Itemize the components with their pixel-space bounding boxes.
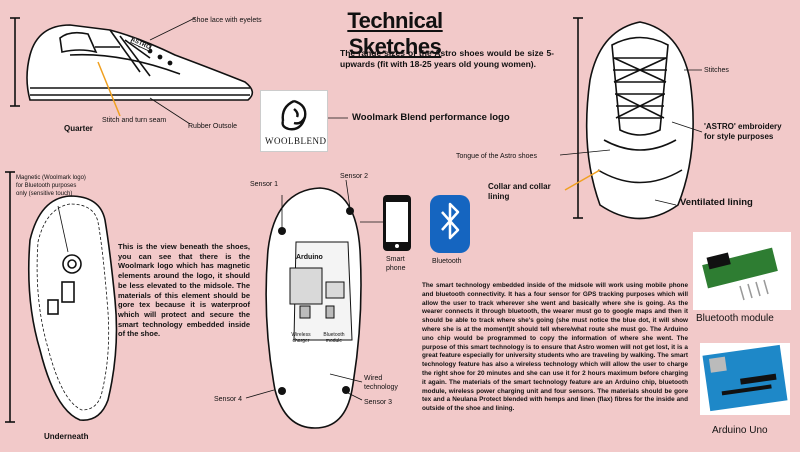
- midsole-tech-sketch: [245, 179, 363, 429]
- arduino-label: Arduino: [296, 254, 323, 261]
- wireless-charger-label: Wireless charger: [291, 332, 311, 344]
- collar-label: Collar and collar lining: [488, 182, 551, 201]
- bluetooth-icon: [430, 195, 470, 253]
- side-shoe-sketch: [10, 17, 254, 107]
- woolblend-text: WOOLBLEND: [265, 136, 327, 146]
- astro-embroidery-label: 'ASTRO' embroidery for style purposes: [704, 122, 782, 141]
- bluetooth-module-photo: [693, 232, 791, 310]
- woolmark-icon: [281, 99, 307, 131]
- quarter-label: Quarter: [64, 124, 93, 133]
- sensor2-label: Sensor 2: [340, 173, 369, 180]
- stitches-label: Stitches: [704, 67, 729, 74]
- underneath-label: Underneath: [44, 432, 89, 441]
- woolmark-caption: Woolmark Blend performance logo: [352, 112, 510, 123]
- bluetooth-label: Bluetooth: [432, 258, 462, 265]
- sensor3-label: Sensor 3: [364, 399, 393, 406]
- underneath-sole-sketch: [5, 171, 118, 423]
- shoe-lace-label: Shoe lace with eyelets: [192, 17, 262, 24]
- sensor4-label: Sensor 4: [214, 396, 243, 403]
- arduino-uno-photo: [700, 343, 790, 415]
- tongue-label: Tongue of the Astro shoes: [456, 153, 537, 160]
- size-description: The range sizes of the Astro shoes would…: [340, 48, 554, 69]
- front-shoe-sketch: [573, 17, 694, 220]
- bluetooth-module-label: Bluetooth module: [696, 313, 774, 324]
- smartphone-label: Smart phone: [386, 256, 406, 272]
- page-title: Technical Sketches: [347, 8, 443, 59]
- magnetic-label: Magnetic (Woolmark logo) for Bluetooth p…: [16, 175, 86, 197]
- rubber-outsole-label: Rubber Outsole: [188, 123, 238, 130]
- woolmark-logo: WOOLBLEND: [260, 90, 328, 152]
- ventilated-label: Ventilated lining: [680, 197, 753, 208]
- smartphone-icon: [383, 195, 411, 251]
- underneath-description: This is the view beneath the shoes, you …: [118, 242, 250, 339]
- bluetooth-module-small-label: Bluetooth module: [323, 332, 345, 344]
- stitch-seam-label: Stitch and turn seam: [102, 117, 167, 124]
- wired-tech-label: Wired technology: [364, 375, 398, 391]
- arduino-uno-label: Arduino Uno: [712, 425, 768, 436]
- technology-description: The smart technology embedded inside of …: [422, 282, 688, 413]
- sensor1-label: Sensor 1: [250, 181, 279, 188]
